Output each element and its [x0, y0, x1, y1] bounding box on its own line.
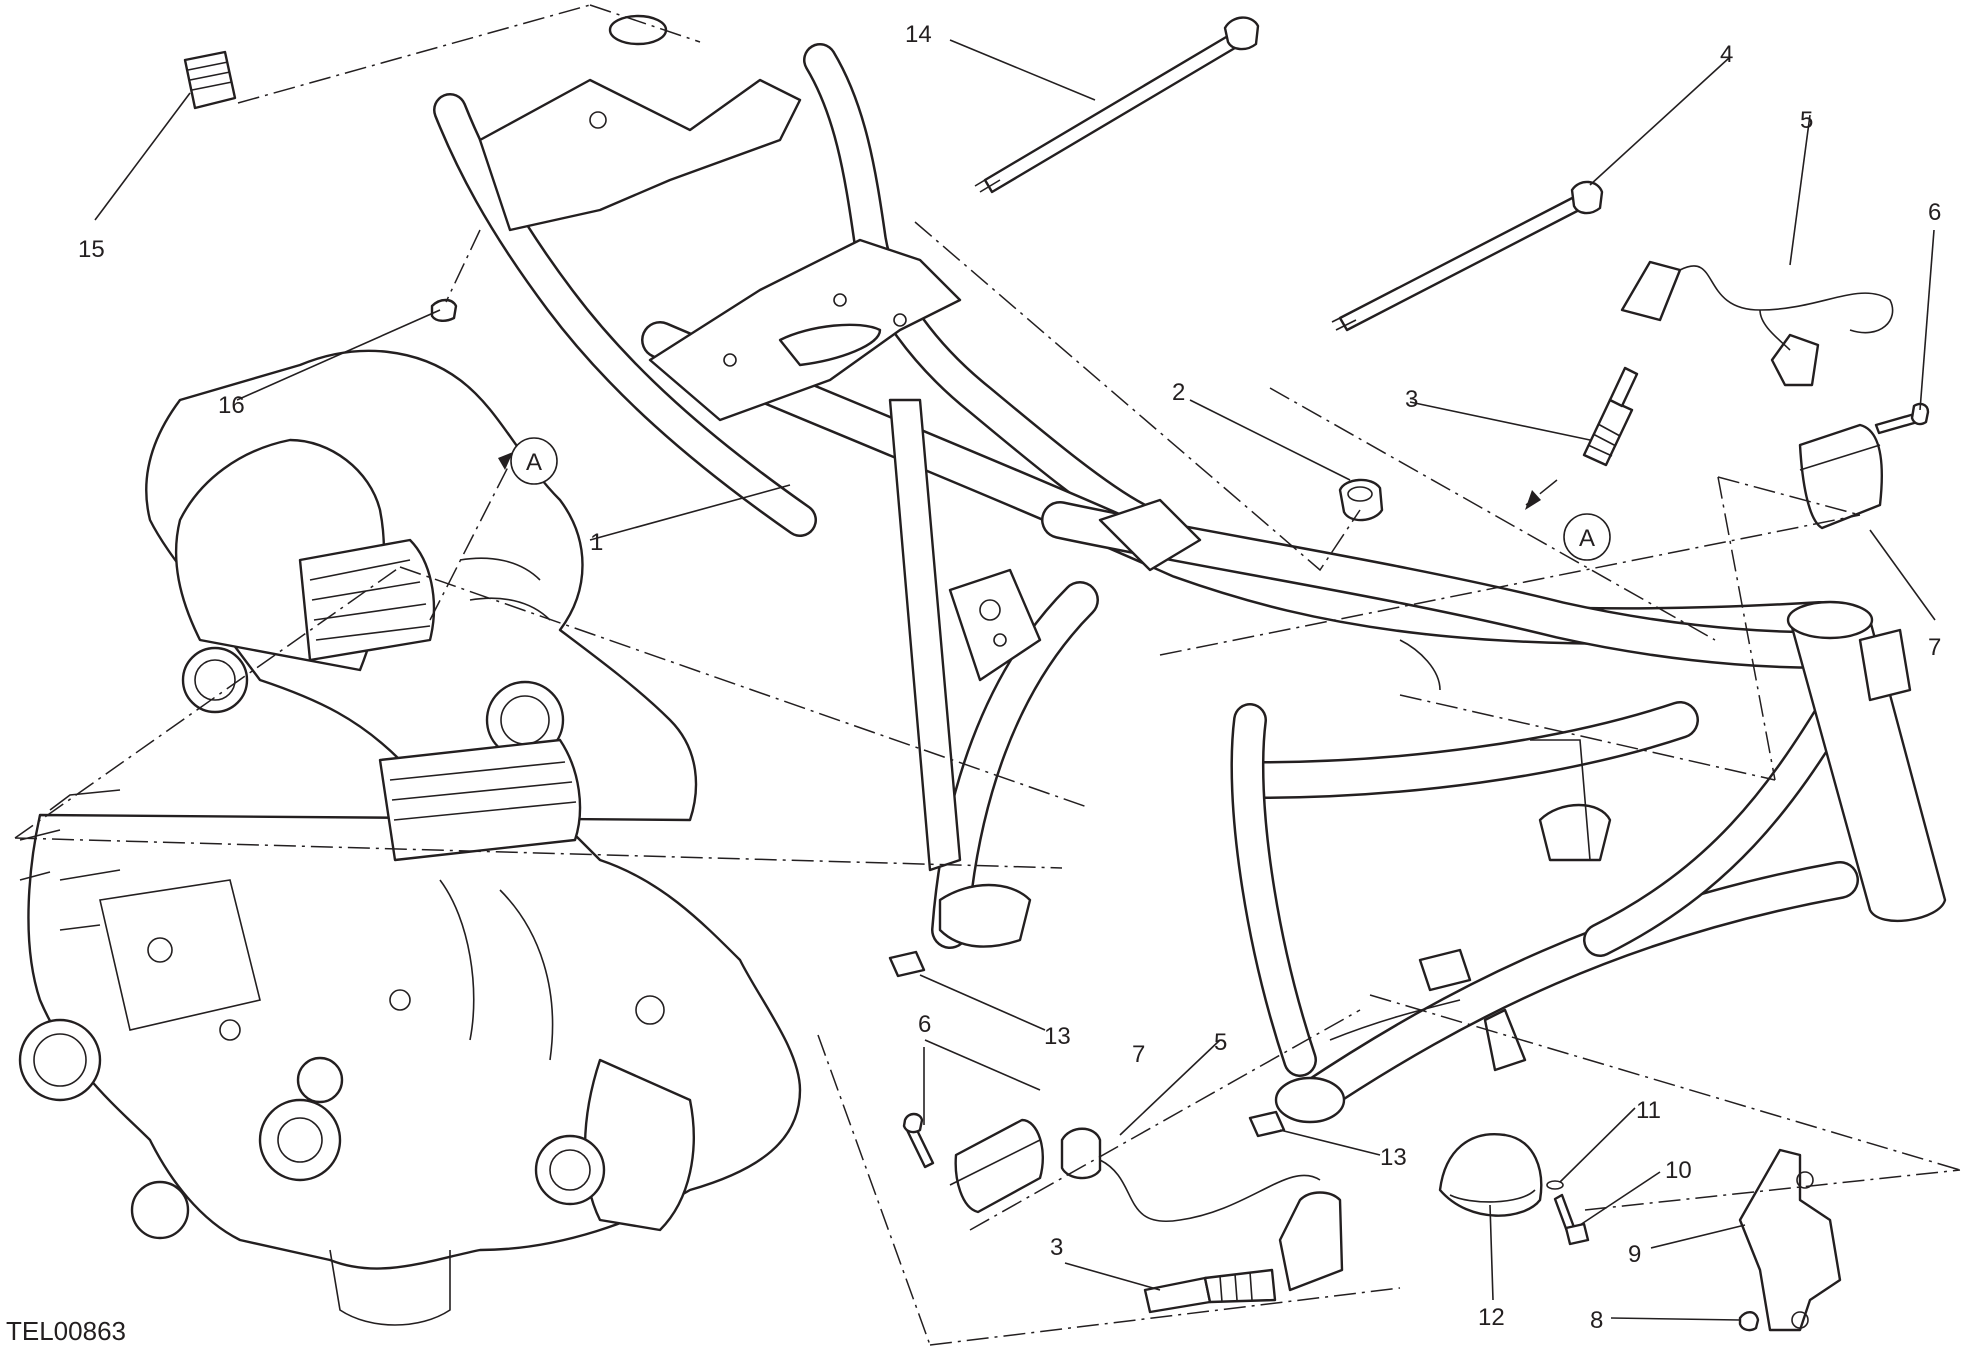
bolt-part-4 [1331, 180, 1604, 332]
spacer-part-2 [1338, 478, 1384, 522]
callout-16: 16 [218, 392, 245, 419]
screw-part-10 [1553, 1193, 1590, 1246]
callout-labels: 1 2 3 3 4 5 5 6 6 7 7 8 9 10 11 12 13 13… [78, 21, 1941, 1334]
callout-5-bottom: 5 [1214, 1029, 1227, 1056]
callout-3-bottom: 3 [1050, 1234, 1063, 1261]
reference-marker-label: A [526, 449, 542, 476]
engine-assembly [18, 349, 802, 1326]
callout-4: 4 [1720, 41, 1733, 68]
horn-part-12 [1438, 1008, 1543, 1217]
callout-14: 14 [905, 21, 932, 48]
callout-10: 10 [1665, 1157, 1692, 1184]
callout-6-top: 6 [1928, 199, 1941, 226]
grommet-part-16 [430, 298, 458, 322]
reference-arrows [498, 452, 1541, 510]
ignition-cable-part-5-bottom [1060, 1127, 1344, 1292]
callout-9: 9 [1628, 1241, 1641, 1268]
reference-marker-label: A [1579, 525, 1595, 552]
callout-11: 11 [1636, 1097, 1661, 1124]
callout-6-bottom: 6 [918, 1011, 931, 1038]
spark-plug-part-3-top [1582, 366, 1639, 467]
callout-3-top: 3 [1405, 386, 1418, 413]
bolt-part-14 [974, 16, 1260, 194]
reference-marker-a-left: A [510, 437, 558, 485]
screw-part-6-bottom [902, 1112, 935, 1169]
ignition-coil-part-7-top [1798, 423, 1883, 530]
drawing-code: TEL00863 [6, 1316, 126, 1346]
callout-13-left: 13 [1044, 1023, 1071, 1050]
nut-part-13-left [888, 950, 926, 978]
callout-7-bottom: 7 [1132, 1041, 1145, 1068]
callout-1: 1 [590, 529, 603, 556]
callout-7-right: 7 [1928, 634, 1941, 661]
callout-12: 12 [1478, 1304, 1505, 1331]
callout-5-top: 5 [1800, 107, 1813, 134]
callout-15: 15 [78, 236, 105, 263]
screw-part-6-top [1874, 402, 1930, 435]
screw-part-8 [1738, 1311, 1760, 1332]
assembly-lines [14, 4, 1961, 1346]
nut-part-13-right [1248, 1110, 1286, 1138]
callout-13-right: 13 [1380, 1144, 1407, 1171]
callout-2: 2 [1172, 379, 1185, 406]
spark-plug-part-3-bottom [1143, 1268, 1277, 1314]
frame-assembly [433, 14, 1947, 1124]
bracket-part-9 [1738, 1148, 1842, 1332]
ignition-cable-part-5-top [1620, 260, 1894, 387]
leader-lines [94, 39, 1936, 1321]
ignition-coil-part-7-bottom [949, 1118, 1044, 1214]
reference-marker-a-right: A [1563, 513, 1611, 561]
callout-8: 8 [1590, 1307, 1603, 1334]
rubber-cap-part-15 [183, 50, 237, 110]
washer-part-11 [1546, 1180, 1564, 1190]
